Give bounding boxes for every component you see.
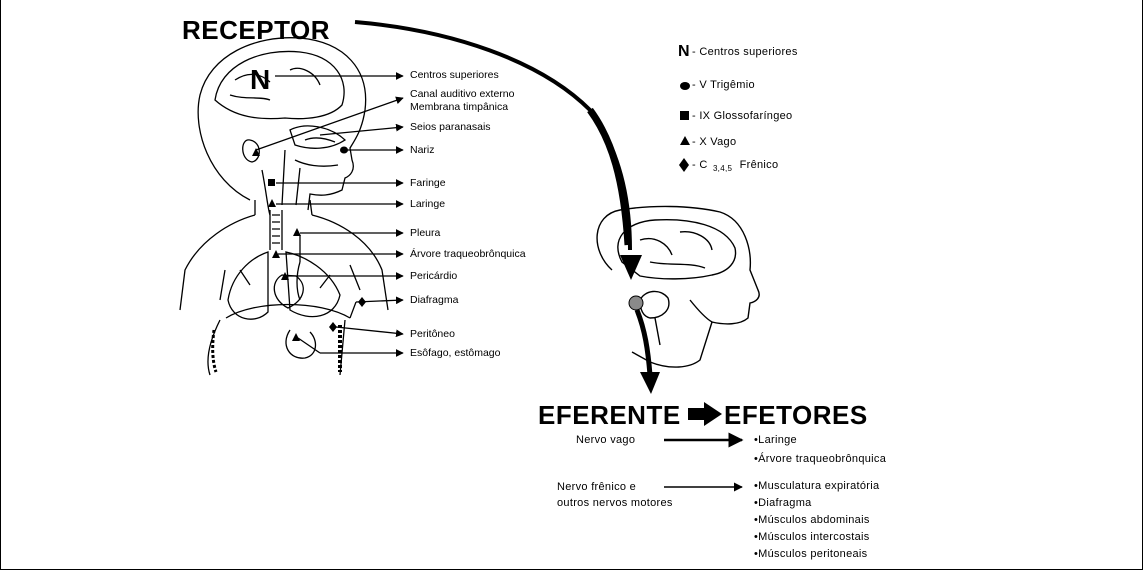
efferent-arrowhead (640, 372, 660, 394)
effector-peritoneais: •Músculos peritoneais (754, 548, 867, 560)
legend-square-icon (680, 111, 689, 120)
label-membrana-timpanica: Membrana timpânica (410, 101, 508, 113)
legend-diamond-icon (679, 158, 689, 172)
head-figure (597, 206, 759, 367)
label-nariz: Nariz (410, 144, 435, 156)
legend-symbols (679, 82, 690, 172)
diamond-icon (329, 322, 337, 332)
label-diafragma: Diafragma (410, 294, 458, 306)
label-peritoneo: Peritôneo (410, 328, 455, 340)
legend-vago: - X Vago (692, 136, 736, 148)
efferent-arrow (637, 310, 650, 375)
body-figure (180, 38, 388, 375)
nerve-frenico-label-2: outros nervos motores (557, 497, 673, 509)
afferent-arrowhead (620, 255, 642, 280)
afferent-arrow (355, 22, 630, 250)
label-canal-auditivo: Canal auditivo externo (410, 88, 514, 100)
effector-intercostais: •Músculos intercostais (754, 531, 870, 543)
label-seios-paranasais: Seios paranasais (410, 121, 491, 133)
effector-diafragma: •Diafragma (754, 497, 812, 509)
label-laringe: Laringe (410, 198, 445, 210)
title-receptor: RECEPTOR (182, 15, 330, 46)
title-efetores: EFETORES (724, 400, 868, 431)
label-arvore-traqueobronquica: Árvore traqueobrônquica (410, 248, 526, 260)
legend-frenico-subscript: 3,4,5 (713, 164, 732, 173)
effector-arvore: •Árvore traqueobrônquica (754, 453, 886, 465)
legend-trigemio: - V Trigêmio (692, 79, 755, 91)
ganglion-marker (629, 296, 643, 310)
legend-n-symbol: N (678, 43, 690, 61)
legend-frenico-label: Frênico (740, 159, 779, 171)
legend-centros-superiores: - Centros superiores (692, 46, 798, 58)
legend-oval-icon (680, 82, 690, 90)
label-esofago-estomago: Esôfago, estômago (410, 347, 500, 359)
block-arrow (688, 402, 722, 426)
triangle-icon (292, 333, 300, 341)
title-eferente: EFERENTE (538, 400, 681, 431)
label-faringe: Faringe (410, 177, 446, 189)
effector-abdominais: •Músculos abdominais (754, 514, 870, 526)
triangle-icon (293, 228, 301, 236)
label-pleura: Pleura (410, 227, 440, 239)
big-n-label: N (250, 64, 270, 96)
legend-frenico: - C 3,4,5 Frênico (692, 159, 778, 173)
square-icon (268, 179, 275, 186)
efferent-lines (664, 440, 742, 487)
legend-frenico-prefix: - C (692, 159, 708, 171)
effector-laringe: •Laringe (754, 434, 797, 446)
effector-musculatura: •Musculatura expiratória (754, 480, 879, 492)
oval-icon (340, 147, 348, 154)
triangle-icon (268, 199, 276, 207)
nerve-vago-label: Nervo vago (576, 434, 635, 446)
nerve-frenico-label-1: Nervo frênico e (557, 481, 636, 493)
legend-triangle-icon (680, 136, 690, 145)
legend-glossofaringeo: - IX Glossofaríngeo (692, 110, 792, 122)
label-centros-superiores: Centros superiores (410, 69, 499, 81)
label-pericardio: Pericárdio (410, 270, 457, 282)
